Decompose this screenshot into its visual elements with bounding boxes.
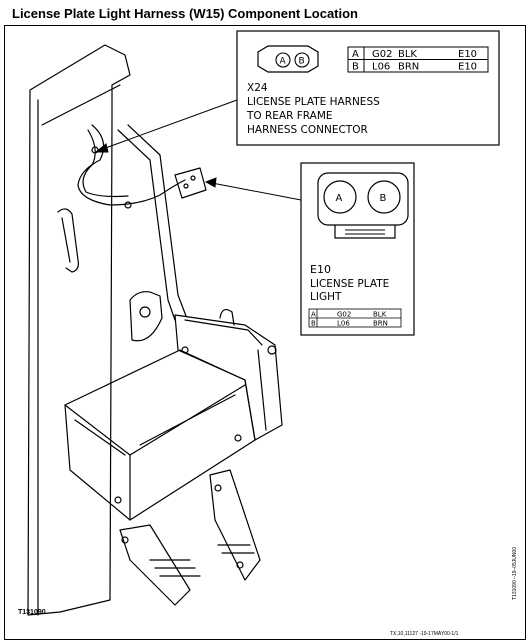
e10-leader-arrowhead — [204, 177, 217, 188]
x24-pin-a-icon — [275, 52, 291, 68]
x24-connector-icon — [257, 45, 319, 73]
x24-row2-pin: B — [352, 62, 359, 73]
side-reference-code: T131090 –19–05JUN00 — [512, 546, 518, 600]
e10-id: E10 — [310, 263, 331, 276]
rear-frame-outline — [27, 44, 131, 616]
e10-desc-line2: LIGHT — [310, 291, 342, 303]
x24-callout: A B A G02 BLK E10 B L06 BRN E10 X24 LICE… — [236, 30, 500, 146]
e10-connector-icon — [317, 172, 409, 226]
leader-lines — [94, 99, 302, 201]
e10-leader-line — [211, 182, 302, 201]
x24-pin-a-label: A — [280, 57, 287, 67]
x24-row1-pin: A — [352, 49, 359, 60]
harness-wire — [77, 124, 186, 206]
lower-bracket — [209, 469, 261, 581]
e10-row1-color: BLK — [373, 311, 387, 319]
e10-row1-wire: G02 — [337, 311, 351, 319]
e10-callout-frame — [300, 162, 415, 336]
page-title: License Plate Light Harness (W15) Compon… — [12, 6, 358, 21]
e10-row2-wire: L06 — [337, 320, 350, 328]
e10-desc-line1: LICENSE PLATE — [310, 278, 389, 290]
license-plate-bracket — [129, 291, 163, 342]
x24-leader-arrowhead — [94, 143, 109, 153]
e10-pin-b-label: B — [380, 193, 387, 204]
x24-desc-line1: LICENSE PLATE HARNESS — [247, 96, 380, 108]
x24-callout-frame — [236, 30, 500, 146]
x24-pin-b-icon — [294, 52, 310, 68]
e10-light-housing — [174, 314, 283, 441]
reference-code: TX,10,11127 -19-17MAY00-1/1 — [390, 631, 459, 637]
figure-frame — [4, 25, 526, 640]
e10-callout: A B E10 LICENSE PLATE LIGHT A G02 BLK B … — [300, 162, 415, 336]
figure-number: T131090 — [18, 609, 46, 616]
support-rail — [117, 129, 176, 321]
e10-row2-color: BRN — [373, 320, 388, 328]
e10-row1-pin: A — [311, 311, 316, 319]
x24-row2-wire: L06 — [372, 62, 390, 73]
tail-box — [64, 349, 256, 521]
e10-row2-pin: B — [311, 320, 316, 328]
e10-pin-a-label: A — [336, 193, 343, 204]
x24-id: X24 — [247, 82, 268, 94]
x24-row1-wire: G02 — [372, 49, 392, 60]
x24-desc-line2: TO REAR FRAME — [246, 110, 333, 122]
x24-row1-to: E10 — [458, 49, 477, 60]
x24-row2-to: E10 — [458, 62, 477, 73]
x24-row1-color: BLK — [398, 49, 417, 60]
x24-row2-color: BRN — [398, 62, 419, 73]
e10-pin-a-icon — [323, 180, 357, 214]
x24-desc-line3: HARNESS CONNECTOR — [247, 124, 368, 136]
e10-pin-b-icon — [367, 180, 401, 214]
x24-pin-b-label: B — [299, 57, 305, 67]
x24-connector-shape — [174, 167, 207, 199]
grab-handle — [57, 208, 79, 273]
x24-leader-line — [99, 99, 238, 151]
